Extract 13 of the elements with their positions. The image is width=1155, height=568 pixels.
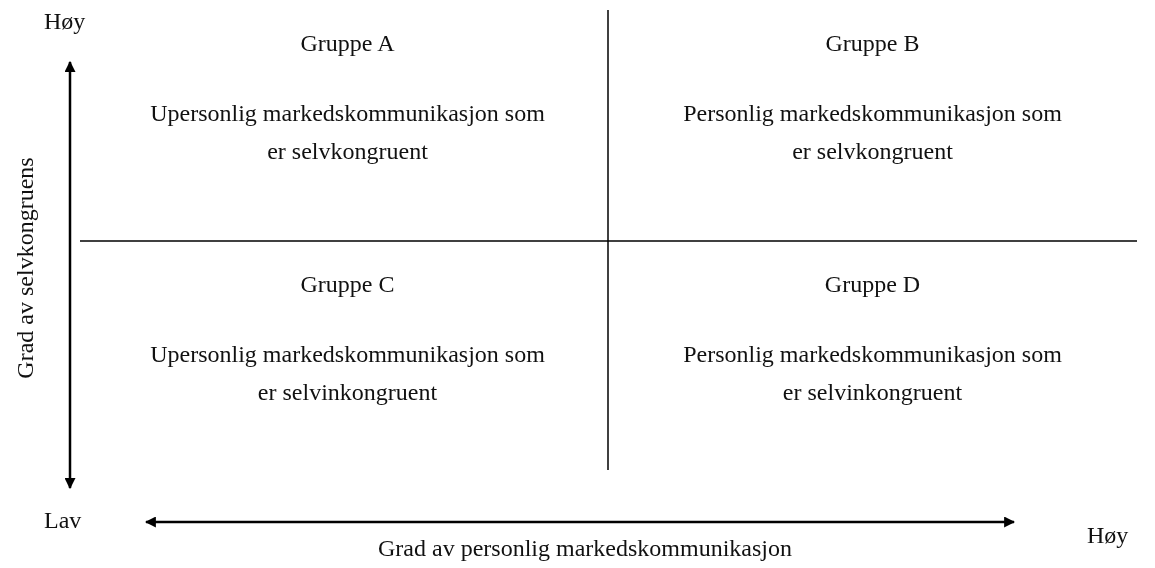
group-heading: Gruppe B <box>824 29 921 58</box>
axis-end-label: Høy <box>44 8 86 35</box>
axis-title: Grad av selvkongruens <box>11 157 39 379</box>
axis-end-label: Lav <box>44 507 82 534</box>
axis-title: Grad av personlig markedskommunikasjon <box>378 535 792 562</box>
group-description: Personlig markedskommunikasjon som er selvkongruent <box>682 99 1063 166</box>
group-description: Upersonlig markedskommunikasjon som er selvinkongruent <box>149 340 546 407</box>
group-heading: Gruppe D <box>823 270 922 299</box>
group-heading: Gruppe A <box>299 29 396 58</box>
group-description: Personlig markedskommunikasjon som er selvinkongruent <box>682 340 1063 407</box>
axis-end-label: Høy <box>1087 522 1129 549</box>
group-heading: Gruppe C <box>299 270 396 299</box>
group-description: Upersonlig markedskommunikasjon som er selvkongruent <box>149 99 546 166</box>
